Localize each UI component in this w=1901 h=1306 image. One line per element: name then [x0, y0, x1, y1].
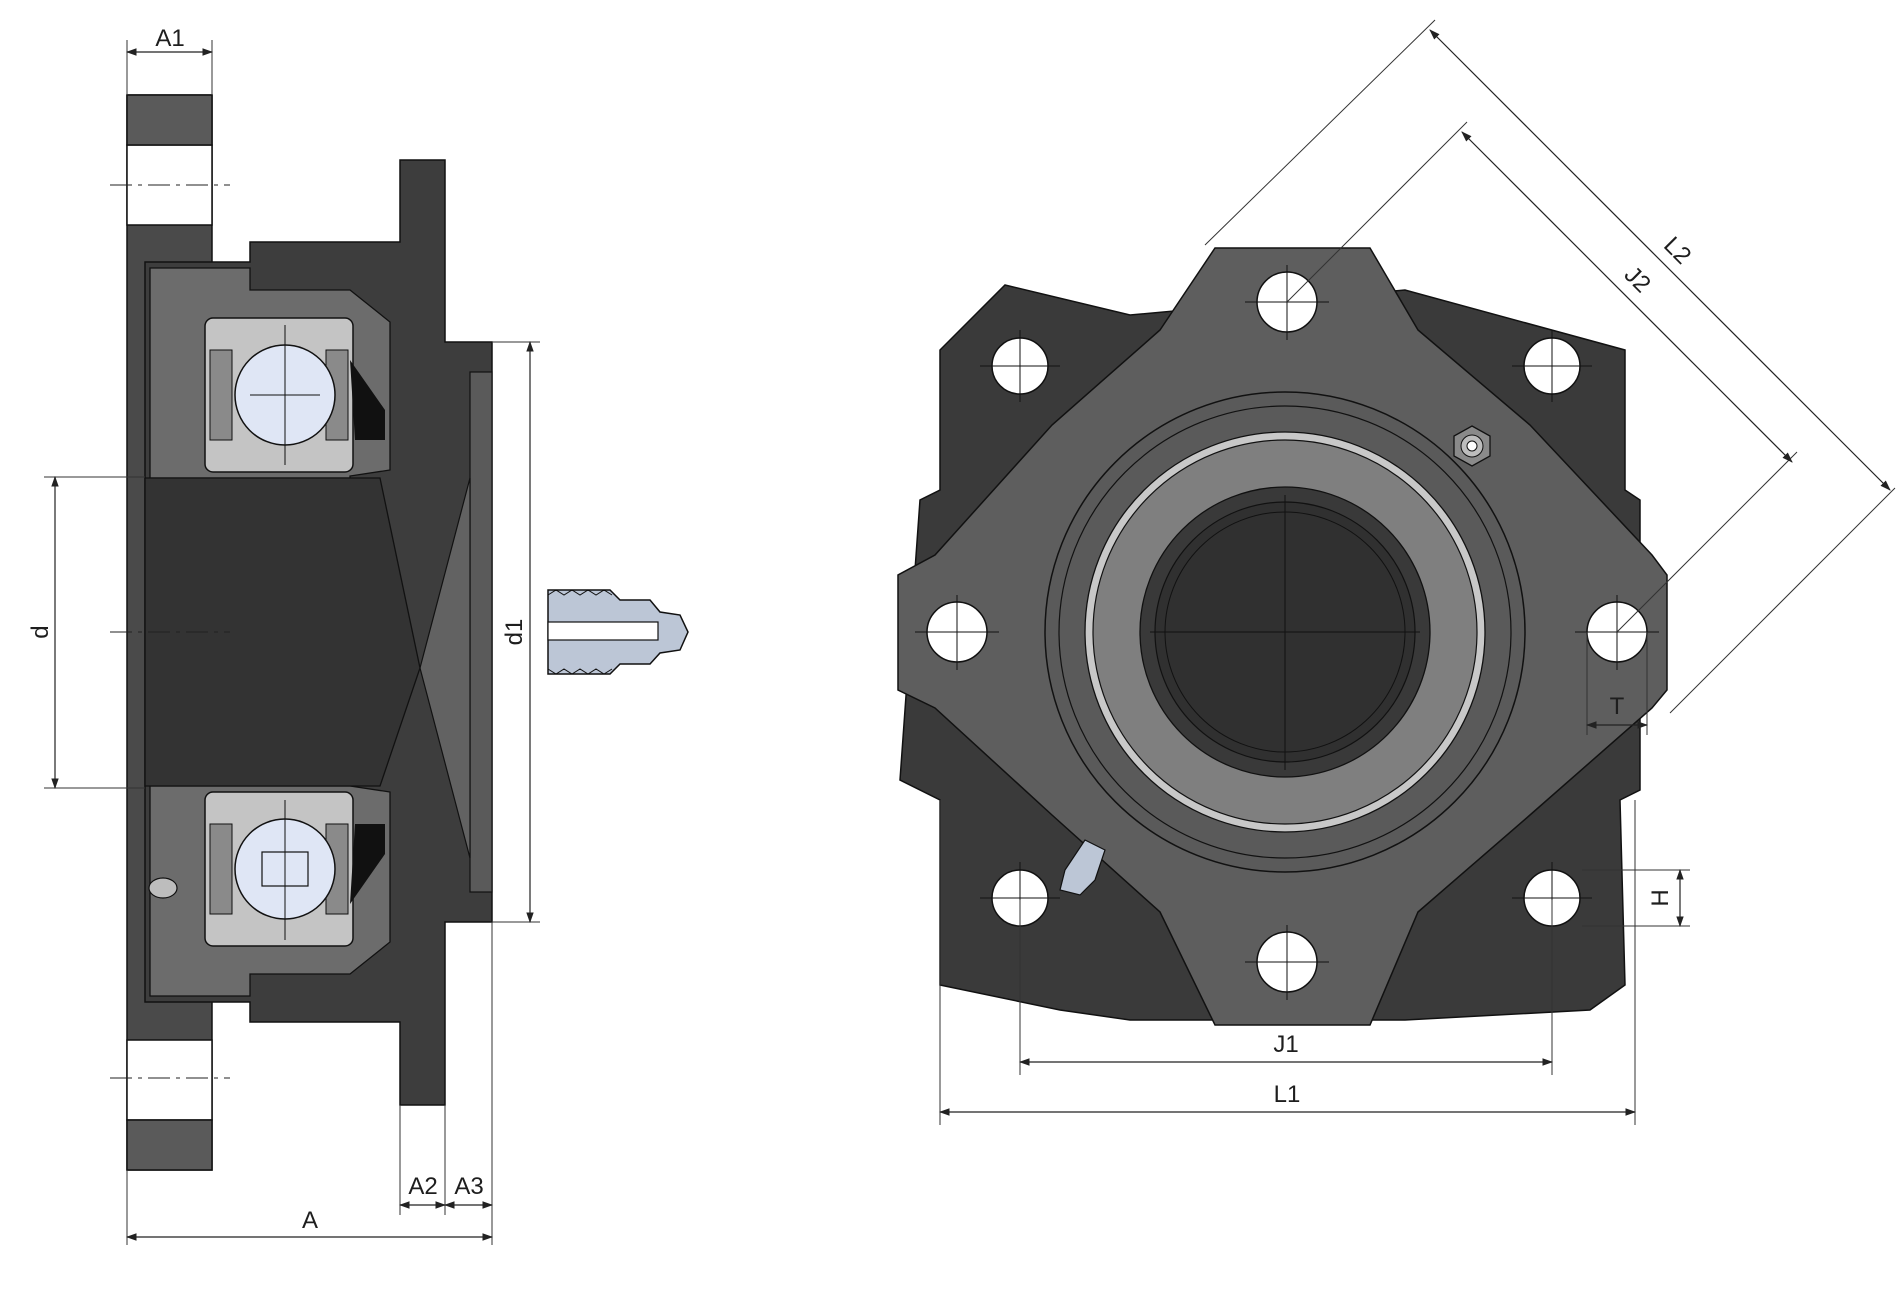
- dimension-t-label: T: [1610, 693, 1625, 720]
- dimension-j1-label: J1: [1273, 1031, 1298, 1058]
- dimension-d1-label: d1: [501, 619, 528, 646]
- dimension-a-label: A: [302, 1207, 318, 1234]
- dimension-h-label: H: [1647, 889, 1674, 906]
- bolt-hole-left: [915, 595, 999, 670]
- side-dimensions: A1 d d1 A2 A3 A: [27, 25, 540, 1245]
- upper-bearing: [204, 317, 385, 473]
- bolt-hole-bottom-left: [980, 862, 1060, 934]
- grease-nipple: [547, 589, 689, 675]
- front-view: L2 J2 T H J1 L1: [897, 19, 1896, 1125]
- dimension-a3-label: A3: [454, 1173, 483, 1200]
- central-housing: [1044, 391, 1526, 873]
- front-grease-nipple: [1059, 839, 1106, 896]
- side-view: A1 d d1 A2 A3 A: [27, 25, 689, 1245]
- dimension-j2-label: J2: [1619, 261, 1656, 298]
- bolt-hole-top-left: [980, 330, 1060, 402]
- shaft-section: [144, 477, 421, 787]
- side-center-lines: [110, 184, 230, 1079]
- dimension-a2-label: A2: [408, 1173, 437, 1200]
- dimension-d-label: d: [27, 625, 54, 638]
- dimension-l1-label: L1: [1274, 1081, 1301, 1108]
- lower-bearing: [148, 791, 385, 947]
- dimension-a1-label: A1: [155, 25, 184, 52]
- bolt-hole-bottom: [1245, 925, 1329, 1000]
